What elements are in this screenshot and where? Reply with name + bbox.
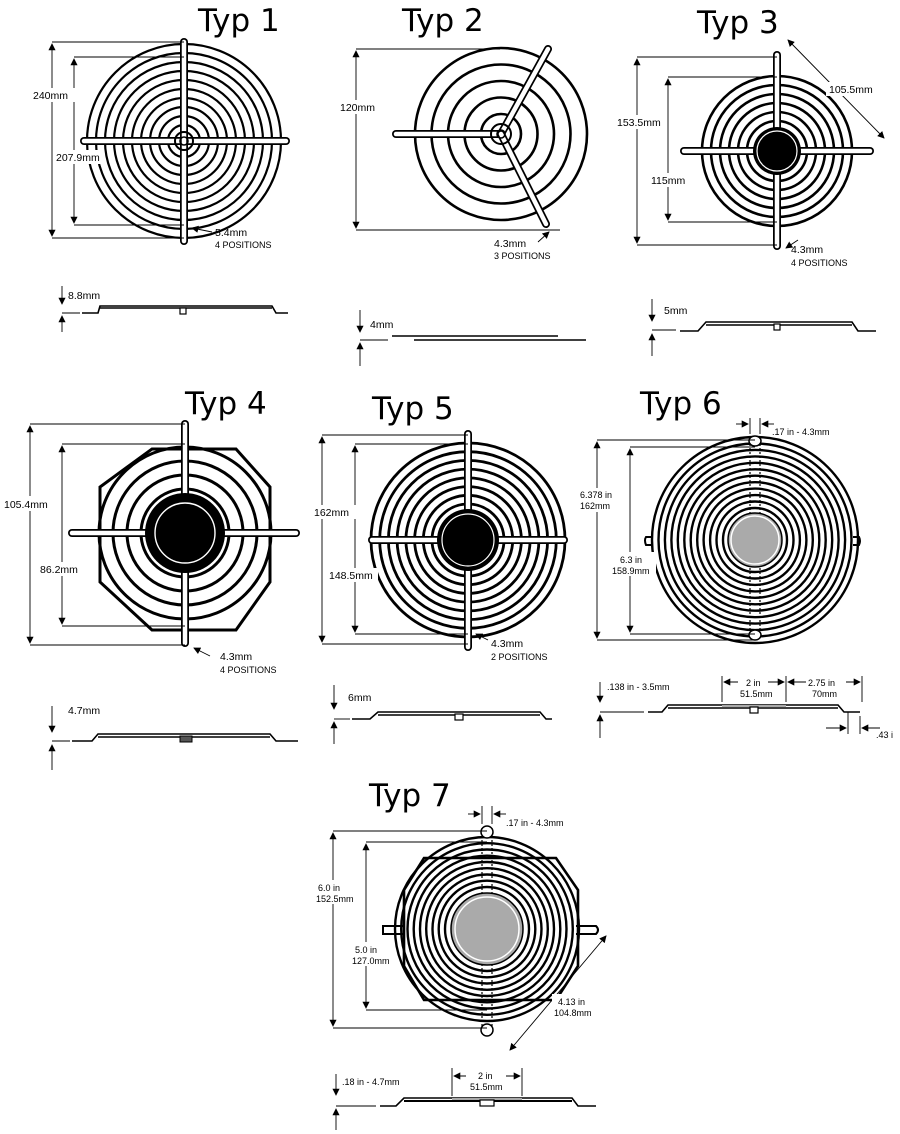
- typ-3-dimensions: 153.5mm 115mm 105.5mm 4.3mm 4 POSITIONS: [616, 39, 885, 268]
- guard-ring: [443, 885, 531, 973]
- typ-5-guard: [368, 430, 568, 651]
- typ-6-outer-mm: 162mm: [580, 501, 610, 511]
- typ-2-hole-positions: 3 POSITIONS: [494, 251, 551, 261]
- typ-4-dimensions: 105.4mm 86.2mm 4.3mm 4 POSITIONS: [3, 423, 277, 675]
- typ-6-guard: [644, 435, 861, 645]
- typ-6-dimensions: 6.378 in 162mm 6.3 in 158.9mm .17 in - 4…: [578, 418, 830, 641]
- typ-3-panel: Typ 3 153.5mm 115mm 105.5mm 4.3mm: [616, 5, 885, 356]
- typ-5-thickness: 6mm: [348, 692, 372, 704]
- typ-6-tab-dim: .17 in - 4.3mm: [772, 427, 830, 437]
- typ-6-center-in: 2 in: [746, 678, 761, 688]
- typ-1-panel: Typ 1 240mm 207.9mm 5.4mm 4 POSITIONS: [33, 3, 290, 332]
- typ-3-title: Typ 3: [696, 5, 779, 41]
- typ-2-thickness: 4mm: [370, 319, 394, 331]
- typ-7-guard: [382, 825, 599, 1037]
- typ-7-center-in: 2 in: [478, 1071, 493, 1081]
- typ-1-side-profile: 8.8mm: [58, 286, 288, 332]
- typ-2-guard: [392, 45, 589, 228]
- typ-2-title: Typ 2: [401, 3, 484, 39]
- typ-2-panel: Typ 2 120mm 4.3mm 3 POSITIONS: [338, 3, 589, 366]
- typ-4-title: Typ 4: [184, 386, 267, 422]
- typ-4-hole-positions: 4 POSITIONS: [220, 665, 277, 675]
- typ-2-side-profile: 4mm: [356, 310, 586, 366]
- guard-ring: [437, 879, 537, 979]
- typ-4-outer-dim: 105.4mm: [4, 499, 48, 511]
- typ-3-hole-size: 4.3mm: [791, 244, 823, 256]
- typ-4-thickness: 4.7mm: [68, 705, 100, 717]
- typ-5-panel: Typ 5 162mm 148.5mm 4.3mm 2 POSITIONS: [312, 391, 568, 744]
- typ-1-outer-dim: 240mm: [33, 90, 68, 102]
- typ-4-side-profile: 4.7mm: [48, 705, 298, 770]
- typ-6-side-profile: .138 in - 3.5mm 2 in 51.5mm 2.75 in 70mm…: [596, 675, 893, 740]
- typ-3-diagonal-dim: 105.5mm: [829, 84, 873, 96]
- typ-6-edge-dim: .43 i: [876, 730, 893, 740]
- typ-5-side-profile: 6mm: [330, 685, 552, 744]
- typ-7-dimensions: 6.0 in 152.5mm 5.0 in 127.0mm .17 in - 4…: [314, 806, 607, 1051]
- typ-6-center-mm: 51.5mm: [740, 689, 773, 699]
- typ-6-inner-in: 6.3 in: [620, 555, 642, 565]
- guard-ring: [412, 854, 562, 1004]
- typ-3-thickness: 5mm: [664, 305, 688, 317]
- guard-ring: [400, 842, 575, 1017]
- typ-3-outer-dim: 153.5mm: [617, 117, 661, 129]
- typ-1-title: Typ 1: [197, 3, 280, 39]
- typ-7-inner-in: 5.0 in: [355, 945, 377, 955]
- typ-2-hole-size: 4.3mm: [494, 238, 526, 250]
- typ-4-inner-dim: 86.2mm: [40, 564, 78, 576]
- guard-ring: [689, 474, 821, 606]
- guard-ring: [431, 873, 543, 985]
- typ-7-thickness: .18 in - 4.7mm: [342, 1077, 400, 1087]
- typ-7-outer-mm: 152.5mm: [316, 894, 354, 904]
- typ-1-hole-positions: 4 POSITIONS: [215, 240, 272, 250]
- typ-7-title: Typ 7: [368, 778, 451, 814]
- typ-5-title: Typ 5: [371, 391, 454, 427]
- guard-ring: [670, 455, 840, 625]
- typ-2-dimensions: 120mm 4.3mm 3 POSITIONS: [338, 48, 560, 261]
- typ-6-panel: Typ 6 6.378 in 162mm 6.3 in 158.9mm: [578, 386, 893, 740]
- typ-3-inner-dim: 115mm: [651, 175, 685, 187]
- typ-5-outer-dim: 162mm: [314, 507, 349, 519]
- typ-7-tab-dim: .17 in - 4.3mm: [506, 818, 564, 828]
- typ-7-center-mm: 51.5mm: [470, 1082, 503, 1092]
- typ-7-side-profile: .18 in - 4.7mm 2 in 51.5mm: [332, 1068, 596, 1130]
- typ-1-thickness: 8.8mm: [68, 290, 100, 302]
- guard-ring: [715, 500, 795, 580]
- typ-6-thickness: .138 in - 3.5mm: [607, 682, 670, 692]
- typ-7-outer-in: 6.0 in: [318, 883, 340, 893]
- guard-ring: [721, 506, 789, 574]
- typ-1-inner-dim: 207.9mm: [56, 152, 100, 164]
- typ-1-guard: [80, 38, 290, 245]
- typ-4-panel: Typ 4 105.4mm 86.2mm 4.3mm 4 POSITIONS: [3, 386, 300, 770]
- typ-1-hole-size: 5.4mm: [215, 227, 247, 239]
- typ-5-hole-positions: 2 POSITIONS: [491, 652, 548, 662]
- typ-5-inner-dim: 148.5mm: [329, 570, 373, 582]
- typ-4-hole-size: 4.3mm: [220, 651, 252, 663]
- typ-7-panel: Typ 7 6.0 in 152.5mm 5.0 in 127.0mm: [314, 778, 607, 1130]
- typ-7-inner-mm: 127.0mm: [352, 956, 390, 966]
- guard-ring: [696, 481, 815, 600]
- typ-3-side-profile: 5mm: [648, 299, 876, 356]
- typ-5-hole-size: 4.3mm: [491, 638, 523, 650]
- typ-6-span-in: 2.75 in: [808, 678, 835, 688]
- guard-ring: [676, 461, 834, 619]
- typ-6-outer-in: 6.378 in: [580, 490, 612, 500]
- typ-6-span-mm: 70mm: [812, 689, 837, 699]
- typ-2-outer-dim: 120mm: [340, 102, 375, 114]
- guard-ring: [683, 468, 827, 612]
- typ-6-inner-mm: 158.9mm: [612, 566, 650, 576]
- guard-ring: [406, 848, 568, 1010]
- guard-ring: [425, 867, 550, 992]
- typ-6-title: Typ 6: [639, 386, 722, 422]
- guard-ring: [708, 493, 802, 587]
- guard-ring: [702, 487, 808, 593]
- typ-5-dimensions: 162mm 148.5mm 4.3mm 2 POSITIONS: [312, 434, 548, 662]
- typ-1-dimensions: 240mm 207.9mm 5.4mm 4 POSITIONS: [33, 41, 272, 250]
- typ-3-hole-positions: 4 POSITIONS: [791, 258, 848, 268]
- typ-7-diag-in: 4.13 in: [558, 997, 585, 1007]
- typ-7-diag-mm: 104.8mm: [554, 1008, 592, 1018]
- typ-4-guard: [68, 420, 300, 647]
- guard-ring: [418, 860, 556, 998]
- typ-3-guard: [680, 51, 874, 250]
